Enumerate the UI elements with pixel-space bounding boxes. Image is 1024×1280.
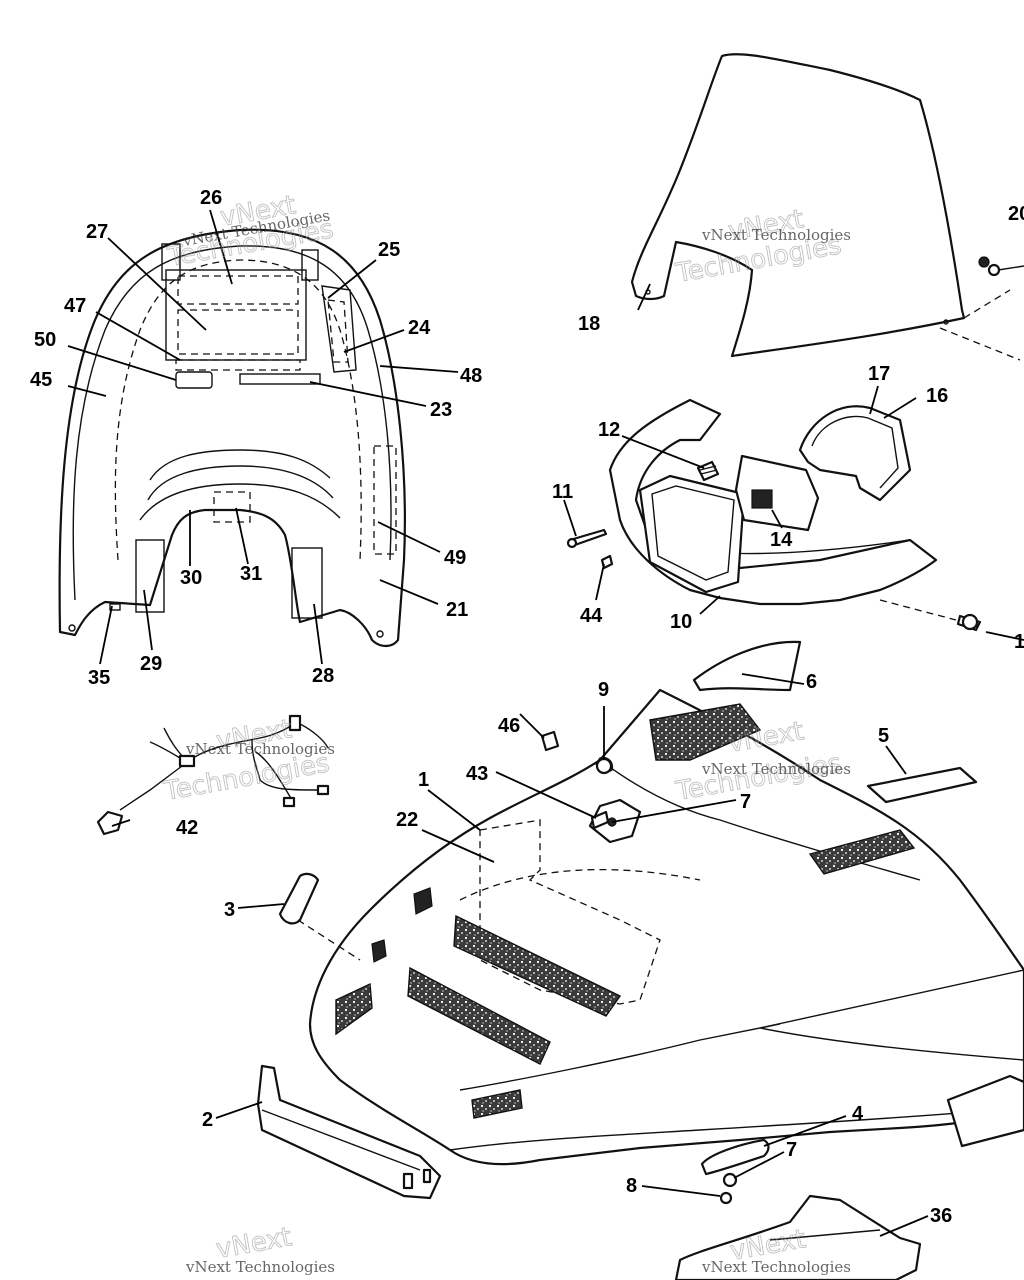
windshield-assembly [630, 53, 1021, 361]
decal-6 [692, 640, 802, 692]
washer-8 [719, 1191, 733, 1205]
callout-1: 1 [418, 769, 429, 791]
decal-5 [866, 766, 978, 804]
callout-43: 43 [466, 763, 488, 785]
headlight-housing-16 [798, 405, 912, 502]
callout-45: 45 [30, 369, 52, 391]
nut-7b [722, 1172, 738, 1188]
bracket-2 [256, 1064, 442, 1200]
callout-31: 31 [240, 563, 262, 585]
wiring-harness-42 [96, 714, 330, 836]
hood-liner-assembly [58, 228, 406, 648]
headlight-14 [734, 454, 820, 532]
callout-29: 29 [140, 653, 162, 675]
callout-3: 3 [224, 899, 235, 921]
hood-vent-upper [649, 703, 762, 761]
callout-49: 49 [444, 547, 466, 569]
callout-35: 35 [88, 667, 110, 689]
callout-17: 17 [868, 363, 890, 385]
windshield-18 [630, 53, 966, 358]
bolt-46 [540, 730, 560, 752]
callout-10: 10 [670, 611, 692, 633]
watermark-text: vNext Technologies [185, 1258, 335, 1276]
callout-5: 5 [878, 725, 889, 747]
callout-8: 8 [626, 1175, 637, 1197]
headlight-bracket-10 [608, 398, 938, 606]
callout-21: 21 [446, 599, 468, 621]
callout-11: 11 [552, 481, 573, 503]
callout-46: 46 [498, 715, 520, 737]
callout-2: 2 [202, 1109, 213, 1131]
callout-24: 24 [408, 317, 431, 339]
callout-6: 6 [806, 671, 817, 693]
hood-vent-right [808, 829, 916, 875]
callout-27: 27 [86, 221, 108, 243]
callout-18: 18 [578, 313, 600, 335]
callout-44: 44 [580, 605, 603, 627]
headlight-assembly [566, 256, 1024, 632]
callout-48: 48 [460, 365, 482, 387]
callout-20: 20 [1008, 203, 1024, 225]
watermark-text: vNext Technologies [701, 760, 851, 778]
light-lens-4 [700, 1138, 770, 1176]
callout-23: 23 [430, 399, 452, 421]
callout-50: 50 [34, 329, 56, 351]
callouts: 26 27 47 50 45 25 24 48 23 49 21 30 31 2… [30, 187, 1024, 1227]
callout-47: 47 [64, 295, 86, 317]
hood-vent-grille-upper [453, 914, 622, 1017]
callout-36: 36 [930, 1205, 952, 1227]
hood-liner-21 [58, 228, 406, 648]
watermark-text: vNext Technologies [701, 1258, 851, 1276]
callout-7a: 7 [740, 791, 751, 813]
light-lens-3 [278, 872, 320, 925]
hood-assembly [308, 688, 1024, 1166]
callout-42: 42 [176, 817, 198, 839]
watermark-text: vNext Technologies [185, 740, 335, 758]
watermark-text: vNext Technologies [701, 226, 851, 244]
callout-16: 16 [926, 385, 948, 407]
hood-vent-grille-lower [407, 966, 551, 1065]
callout-14: 14 [770, 529, 793, 551]
callout-1b: 1 [1014, 631, 1024, 653]
hood-small-parts [256, 640, 1024, 1280]
callout-4: 4 [852, 1103, 864, 1125]
callout-12: 12 [598, 419, 620, 441]
deflector-right [946, 1074, 1024, 1148]
hood-1 [308, 688, 1024, 1166]
callout-9: 9 [598, 679, 609, 701]
callout-7b: 7 [786, 1139, 797, 1161]
callout-22: 22 [396, 809, 418, 831]
callout-30: 30 [180, 567, 202, 589]
leader-lines [67, 209, 1024, 1237]
headlight-bezel [638, 474, 746, 594]
callout-25: 25 [378, 239, 400, 261]
callout-26: 26 [200, 187, 222, 209]
callout-28: 28 [312, 665, 334, 687]
